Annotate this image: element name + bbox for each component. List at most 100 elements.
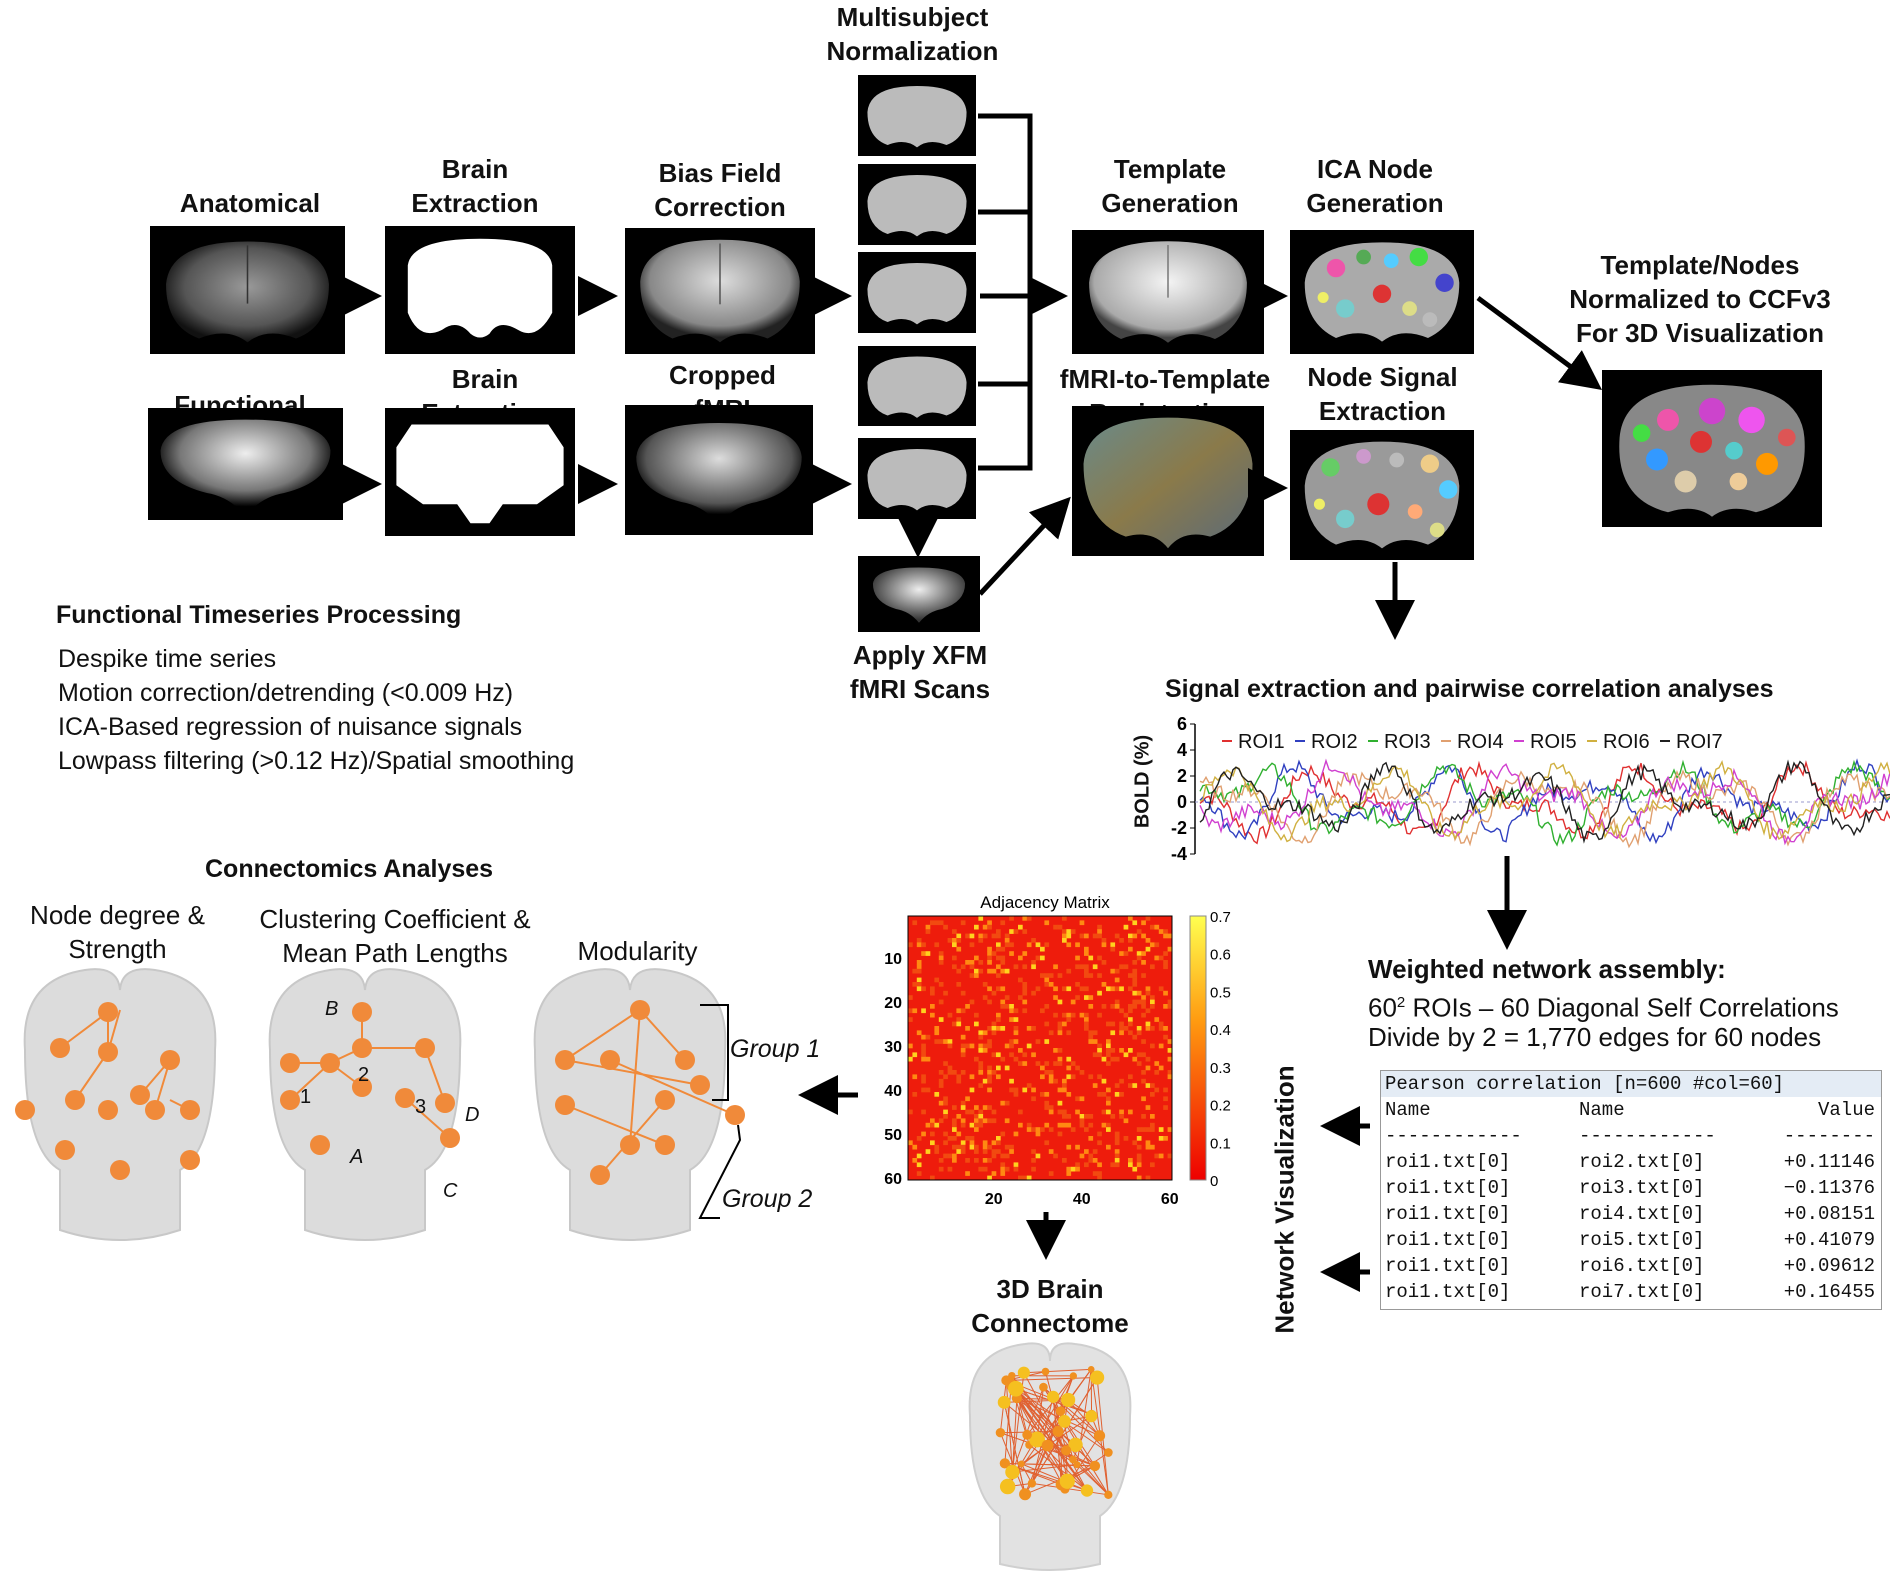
heatmap-cell [1084,1012,1089,1018]
heatmap-cell [916,964,922,970]
heatmap-cell [982,933,988,939]
heatmap-cell [921,1109,926,1115]
heatmap-cell [1048,1109,1054,1115]
heatmap-cell [1048,1127,1054,1132]
table-dashes: ------------ ------------ -------- [1381,1123,1881,1149]
ica-node-scan [1290,230,1474,354]
heatmap-cell [1018,1175,1023,1181]
heatmap-cell [960,1043,966,1049]
connectome-node [1008,1371,1016,1380]
heatmap-cell [952,929,957,934]
heatmap-cell [991,1109,997,1115]
heatmap-cell [960,1052,966,1058]
heatmap-cell [908,1043,913,1049]
heatmap-cell [1128,1074,1133,1080]
heatmap-cell [1018,1061,1023,1066]
cell: roi5.txt[0] [1579,1229,1705,1251]
heatmap-cell [1044,1105,1050,1110]
heatmap-cell [1158,955,1164,961]
heatmap-cell [1132,1034,1138,1040]
heatmap-cell [996,1026,1001,1031]
node-letter: B [325,998,339,1020]
heatmap-cell [1013,929,1019,934]
connectomics-brains [15,968,745,1241]
connectome-edge [1072,1415,1092,1460]
heatmap-cell [1053,1012,1058,1018]
heatmap-cell [1031,938,1036,943]
heatmap-cell [1057,1048,1063,1053]
heatmap-cell [1048,1030,1054,1036]
heatmap-cell [1000,986,1006,992]
heatmap-cell [965,1171,970,1176]
heatmap-cell [1136,1030,1142,1036]
heatmap-cell [982,924,988,930]
cell: roi3.txt[0] [1579,1177,1705,1199]
heatmap-cell [934,920,940,926]
heatmap-cell [1158,1065,1164,1071]
weighted-line1: 602 ROIs – 60 Diagonal Self Correlations [1368,986,1839,1025]
heatmap-cell [1110,1048,1116,1053]
heatmap-cell [921,1048,926,1053]
heatmap-cell [987,986,992,992]
heatmap-cell [960,1070,966,1075]
heatmap-cell [1066,1122,1072,1128]
heatmap-cell [1150,1026,1155,1031]
heatmap-cell [1066,1092,1072,1097]
heatmap-cell [1110,1021,1116,1027]
weighted-line1-rest: ROIs – 60 Diagonal Self Correlations [1405,992,1839,1023]
colorbar-tick: 0.7 [1210,909,1231,926]
processing-step: Lowpass filtering (>0.12 Hz)/Spatial smo… [58,747,575,775]
heatmap-cell [1141,1070,1146,1075]
heatmap-cell [1132,1166,1138,1172]
heatmap-cell [943,924,948,930]
heatmap-cell [1110,942,1116,948]
connectome-node [1027,1479,1037,1488]
heatmap-cell [1053,1048,1058,1053]
heatmap-cell [1145,1127,1151,1132]
heatmap-cell [1031,1026,1036,1031]
cell: roi1.txt[0] [1385,1281,1511,1303]
connectome-node [1104,1448,1113,1457]
heatmap-cell [1145,916,1151,921]
weighted-line1-sup: 2 [1396,994,1406,1011]
heatmap-cell [982,982,988,987]
heatmap-cell [1000,1153,1006,1159]
heatmap-cell [1057,1061,1063,1066]
heatmap-cell [912,982,918,987]
heatmap-cell [1114,986,1120,992]
heatmap-cell [1044,1039,1050,1044]
heatmap-cell [943,1100,948,1106]
heatmap-cell [1088,1122,1094,1128]
apply-xfm-scan [858,556,980,632]
connectome-node [1068,1437,1083,1452]
connectome-node [1104,1490,1113,1499]
heatmap-cell [1079,1070,1085,1075]
heatmap-cell [987,960,992,965]
heatmap-cell [1097,1043,1102,1049]
heatmap-cell [1167,1039,1173,1044]
heatmap-cell [1132,968,1138,974]
heatmap-cell [1154,924,1160,930]
table-row: roi1.txt[0]roi6.txt[0]+0.09612 [1381,1253,1881,1279]
heatmap-cell [1114,1056,1120,1062]
heatmap-cell [1132,1083,1138,1088]
heatmap-cell [1066,1030,1072,1036]
heatmap-cell [1141,1078,1146,1084]
heatmap-cell [1075,1144,1080,1150]
connectome-node [1085,1410,1098,1423]
heatmap-cell [1150,999,1155,1005]
y-tick-label: 0 [1177,792,1187,812]
heatmap-cell [956,968,962,974]
heatmap-cell [1097,1092,1102,1097]
heatmap-cell [1062,1012,1067,1018]
heatmap-cell [947,1166,953,1172]
heatmap-cell [912,1074,918,1080]
heatmap-cell [938,951,944,956]
ccfv3-brain [1602,370,1822,527]
heatmap-cell [1004,933,1010,939]
heatmap-cell [1022,1175,1028,1181]
heatmap-cell [1114,1083,1120,1088]
heatmap-cell [1004,1118,1010,1124]
heatmap-cell [1106,1144,1111,1150]
heatmap-cell [1106,1039,1111,1044]
